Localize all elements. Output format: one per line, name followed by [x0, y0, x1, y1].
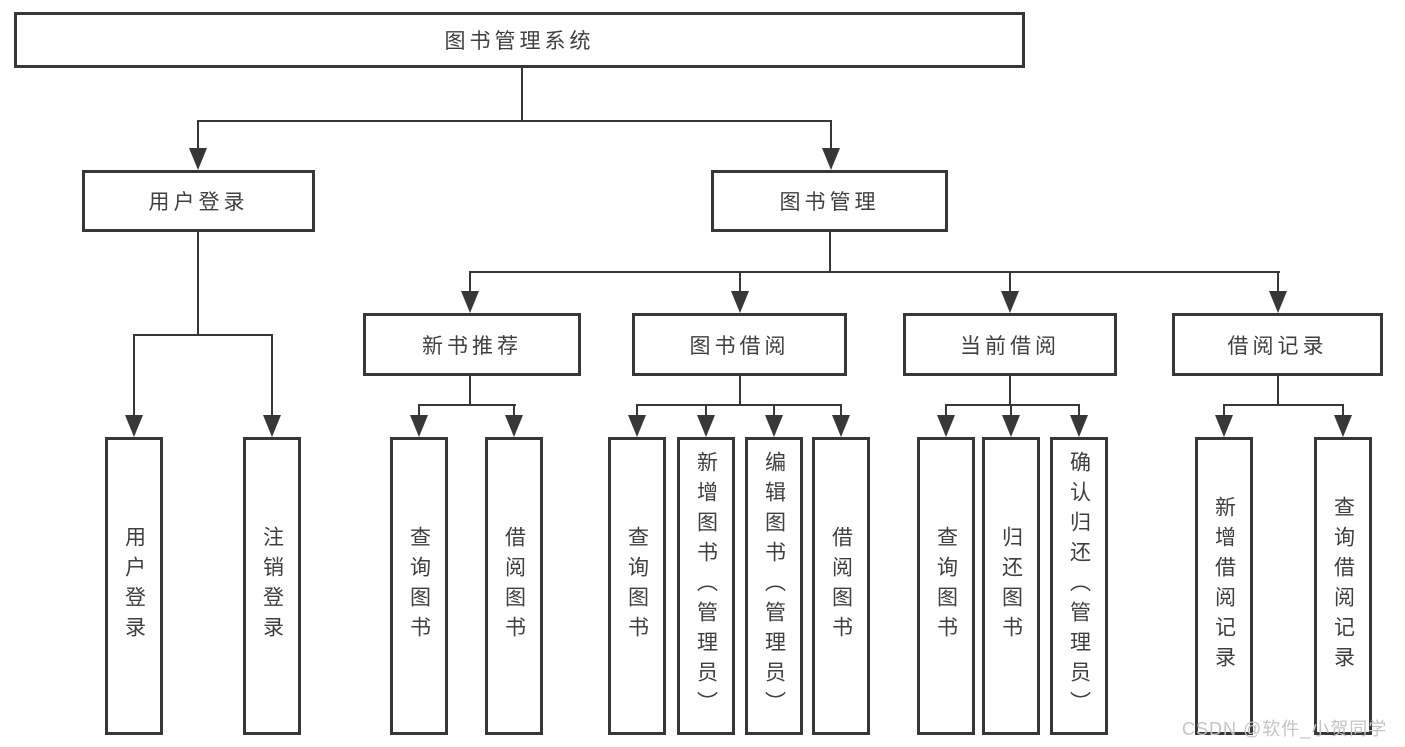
arrow-down-icon	[410, 415, 428, 437]
node-current-borrow: 当前借阅	[903, 313, 1117, 376]
leaf-label: 新增图书（管理员）	[694, 451, 718, 721]
leaf-label: 用户登录	[122, 526, 146, 646]
connector-stem-book-management	[830, 120, 832, 152]
leaf-new-book-borrow-books: 借阅图书	[485, 437, 543, 735]
connector-stem-leaf-user-login	[133, 334, 135, 420]
connector-stem	[1223, 404, 1225, 422]
connector-borrow-records-hline	[1223, 404, 1344, 406]
connector-stem	[513, 404, 515, 422]
node-book-management: 图书管理	[711, 170, 948, 232]
watermark: CSDN @软件_小贺同学	[1182, 719, 1388, 739]
arrow-down-icon	[1070, 415, 1088, 437]
connector-stem	[945, 404, 947, 422]
arrow-down-icon	[765, 415, 783, 437]
connector-stem	[418, 404, 420, 422]
leaf-current-borrow-confirm-return-admin: 确认归还（管理员）	[1050, 437, 1108, 735]
connector-book-borrow-vline	[739, 374, 741, 406]
leaf-book-borrow-borrow-books: 借阅图书	[812, 437, 870, 735]
leaf-borrow-records-add-record: 新增借阅记录	[1195, 437, 1253, 735]
connector-book-borrow-hline	[636, 404, 842, 406]
leaf-current-borrow-query-books: 查询图书	[917, 437, 975, 735]
leaf-label: 查询图书	[625, 526, 649, 646]
leaf-label: 借阅图书	[502, 526, 526, 646]
leaf-book-borrow-edit-books-admin: 编辑图书（管理员）	[745, 437, 803, 735]
arrow-down-icon	[822, 148, 840, 170]
arrow-down-icon	[189, 148, 207, 170]
connector-stem	[1010, 404, 1012, 422]
leaf-book-borrow-add-books-admin: 新增图书（管理员）	[677, 437, 735, 735]
connector-stem-borrow-records	[1277, 271, 1279, 295]
connector-stem-leaf-logout	[271, 334, 273, 420]
connector-stem-current-borrow	[1009, 271, 1011, 295]
connector-root-vline	[521, 66, 523, 122]
connector-root-hline	[197, 120, 832, 122]
connector-stem	[705, 404, 707, 422]
leaf-borrow-records-query-record: 查询借阅记录	[1314, 437, 1372, 735]
leaf-label: 归还图书	[999, 526, 1023, 646]
connector-stem	[1342, 404, 1344, 422]
leaf-label: 确认归还（管理员）	[1067, 451, 1091, 721]
node-book-borrow: 图书借阅	[632, 313, 847, 376]
leaf-logout: 注销登录	[243, 437, 301, 735]
node-book-management-system: 图书管理系统	[14, 12, 1025, 68]
arrow-down-icon	[1334, 415, 1352, 437]
leaf-label: 查询图书	[934, 526, 958, 646]
arrow-down-icon	[1269, 291, 1287, 313]
connector-current-borrow-vline	[1009, 374, 1011, 406]
arrow-down-icon	[263, 415, 281, 437]
connector-borrow-records-vline	[1277, 374, 1279, 406]
connector-stem	[773, 404, 775, 422]
connector-user-login-vline	[197, 230, 199, 336]
connector-new-book-hline	[418, 404, 516, 406]
node-new-book-recommend: 新书推荐	[363, 313, 581, 376]
connector-book-management-vline	[829, 230, 831, 273]
connector-user-login-hline	[133, 334, 273, 336]
arrow-down-icon	[628, 415, 646, 437]
arrow-down-icon	[461, 291, 479, 313]
connector-level3-hline	[469, 271, 1280, 273]
connector-stem	[840, 404, 842, 422]
arrow-down-icon	[832, 415, 850, 437]
arrow-down-icon	[1001, 291, 1019, 313]
connector-new-book-vline	[469, 374, 471, 406]
leaf-label: 查询图书	[407, 526, 431, 646]
leaf-label: 新增借阅记录	[1212, 496, 1236, 676]
connector-stem-book-borrow	[739, 271, 741, 295]
arrow-down-icon	[1002, 415, 1020, 437]
connector-stem-user-login	[197, 120, 199, 152]
arrow-down-icon	[505, 415, 523, 437]
arrow-down-icon	[1215, 415, 1233, 437]
leaf-current-borrow-return-books: 归还图书	[982, 437, 1040, 735]
connector-stem	[1078, 404, 1080, 422]
node-borrow-records: 借阅记录	[1172, 313, 1383, 376]
leaf-label: 编辑图书（管理员）	[762, 451, 786, 721]
arrow-down-icon	[125, 415, 143, 437]
leaf-new-book-query-books: 查询图书	[390, 437, 448, 735]
leaf-label: 借阅图书	[829, 526, 853, 646]
leaf-book-borrow-query-books: 查询图书	[608, 437, 666, 735]
leaf-label: 查询借阅记录	[1331, 496, 1355, 676]
arrow-down-icon	[697, 415, 715, 437]
leaf-user-login: 用户登录	[105, 437, 163, 735]
connector-stem-new-book	[469, 271, 471, 295]
arrow-down-icon	[937, 415, 955, 437]
connector-current-borrow-hline	[945, 404, 1080, 406]
node-user-login: 用户登录	[82, 170, 315, 232]
leaf-label: 注销登录	[260, 526, 284, 646]
arrow-down-icon	[731, 291, 749, 313]
connector-stem	[636, 404, 638, 422]
